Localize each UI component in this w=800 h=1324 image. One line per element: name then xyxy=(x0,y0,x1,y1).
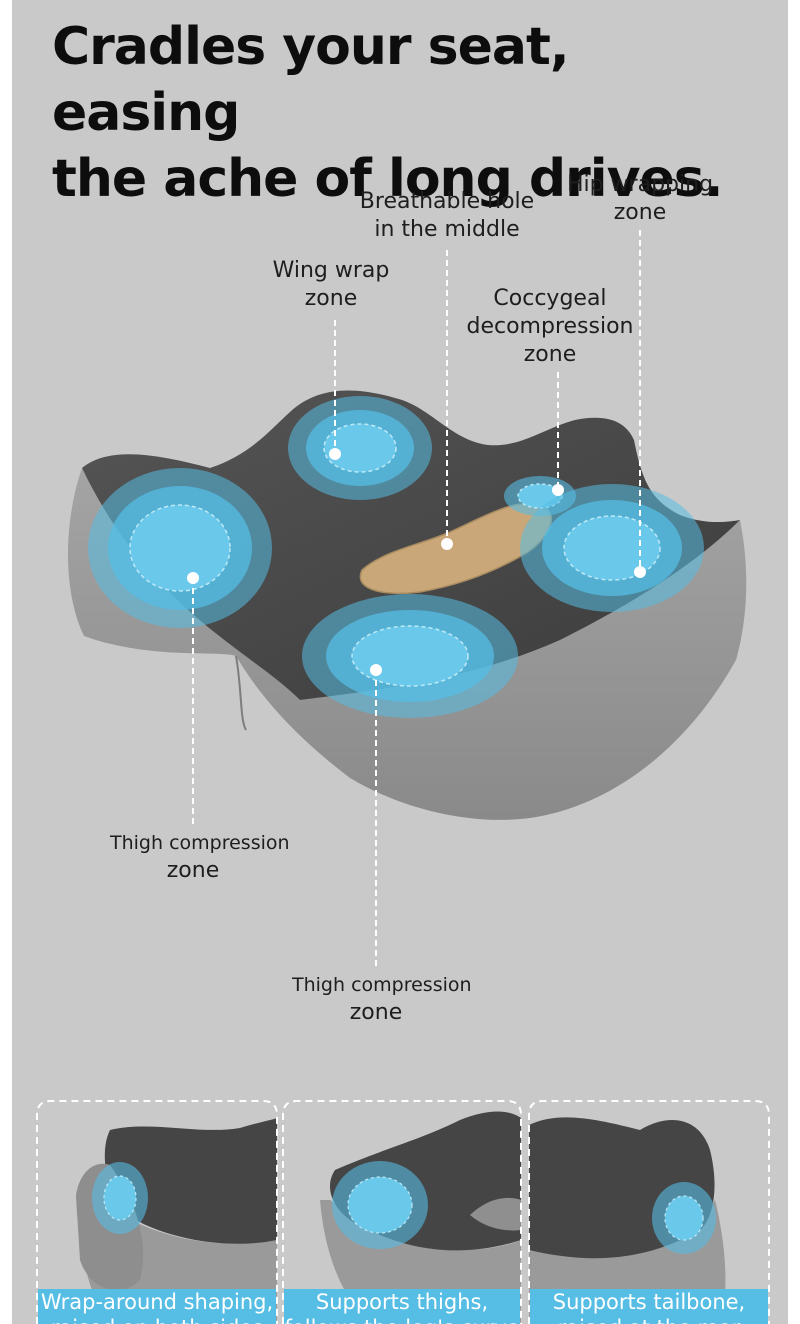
headline: Cradles your seat, easing the ache of lo… xyxy=(52,14,772,212)
callout-breathable-hole: Breathable hole in the middle xyxy=(359,189,535,242)
callout-thigh-left: Thigh compression zone xyxy=(110,832,290,883)
cushion-side-seam xyxy=(235,655,247,731)
headline-line-2: the ache of long drives. xyxy=(52,149,723,209)
view-frames xyxy=(36,1100,770,1324)
zone-hip xyxy=(520,484,704,612)
callout-coccygeal: Coccygeal decompression zone xyxy=(466,286,634,367)
callout-wing-wrap: Wing wrap zone xyxy=(272,258,390,311)
view-3-caption: Supports tailbone, raised at the rear xyxy=(530,1289,768,1324)
view-1-caption: Wrap-around shaping, raised on both side… xyxy=(38,1289,276,1324)
main-cushion xyxy=(68,390,747,820)
leader-lines xyxy=(192,230,641,968)
callout-hip-wrapping: Hip wrapping zone xyxy=(566,172,714,225)
zone-front xyxy=(302,594,518,718)
leader-dots xyxy=(187,448,646,676)
zone-left xyxy=(88,468,272,628)
zone-wing xyxy=(288,396,432,500)
callout-thigh-center: Thigh compression zone xyxy=(292,974,472,1025)
view-2-caption: Supports thighs, follows the leg's curve xyxy=(284,1289,520,1324)
cushion-side xyxy=(68,468,747,820)
headline-line-1: Cradles your seat, easing xyxy=(52,17,570,143)
